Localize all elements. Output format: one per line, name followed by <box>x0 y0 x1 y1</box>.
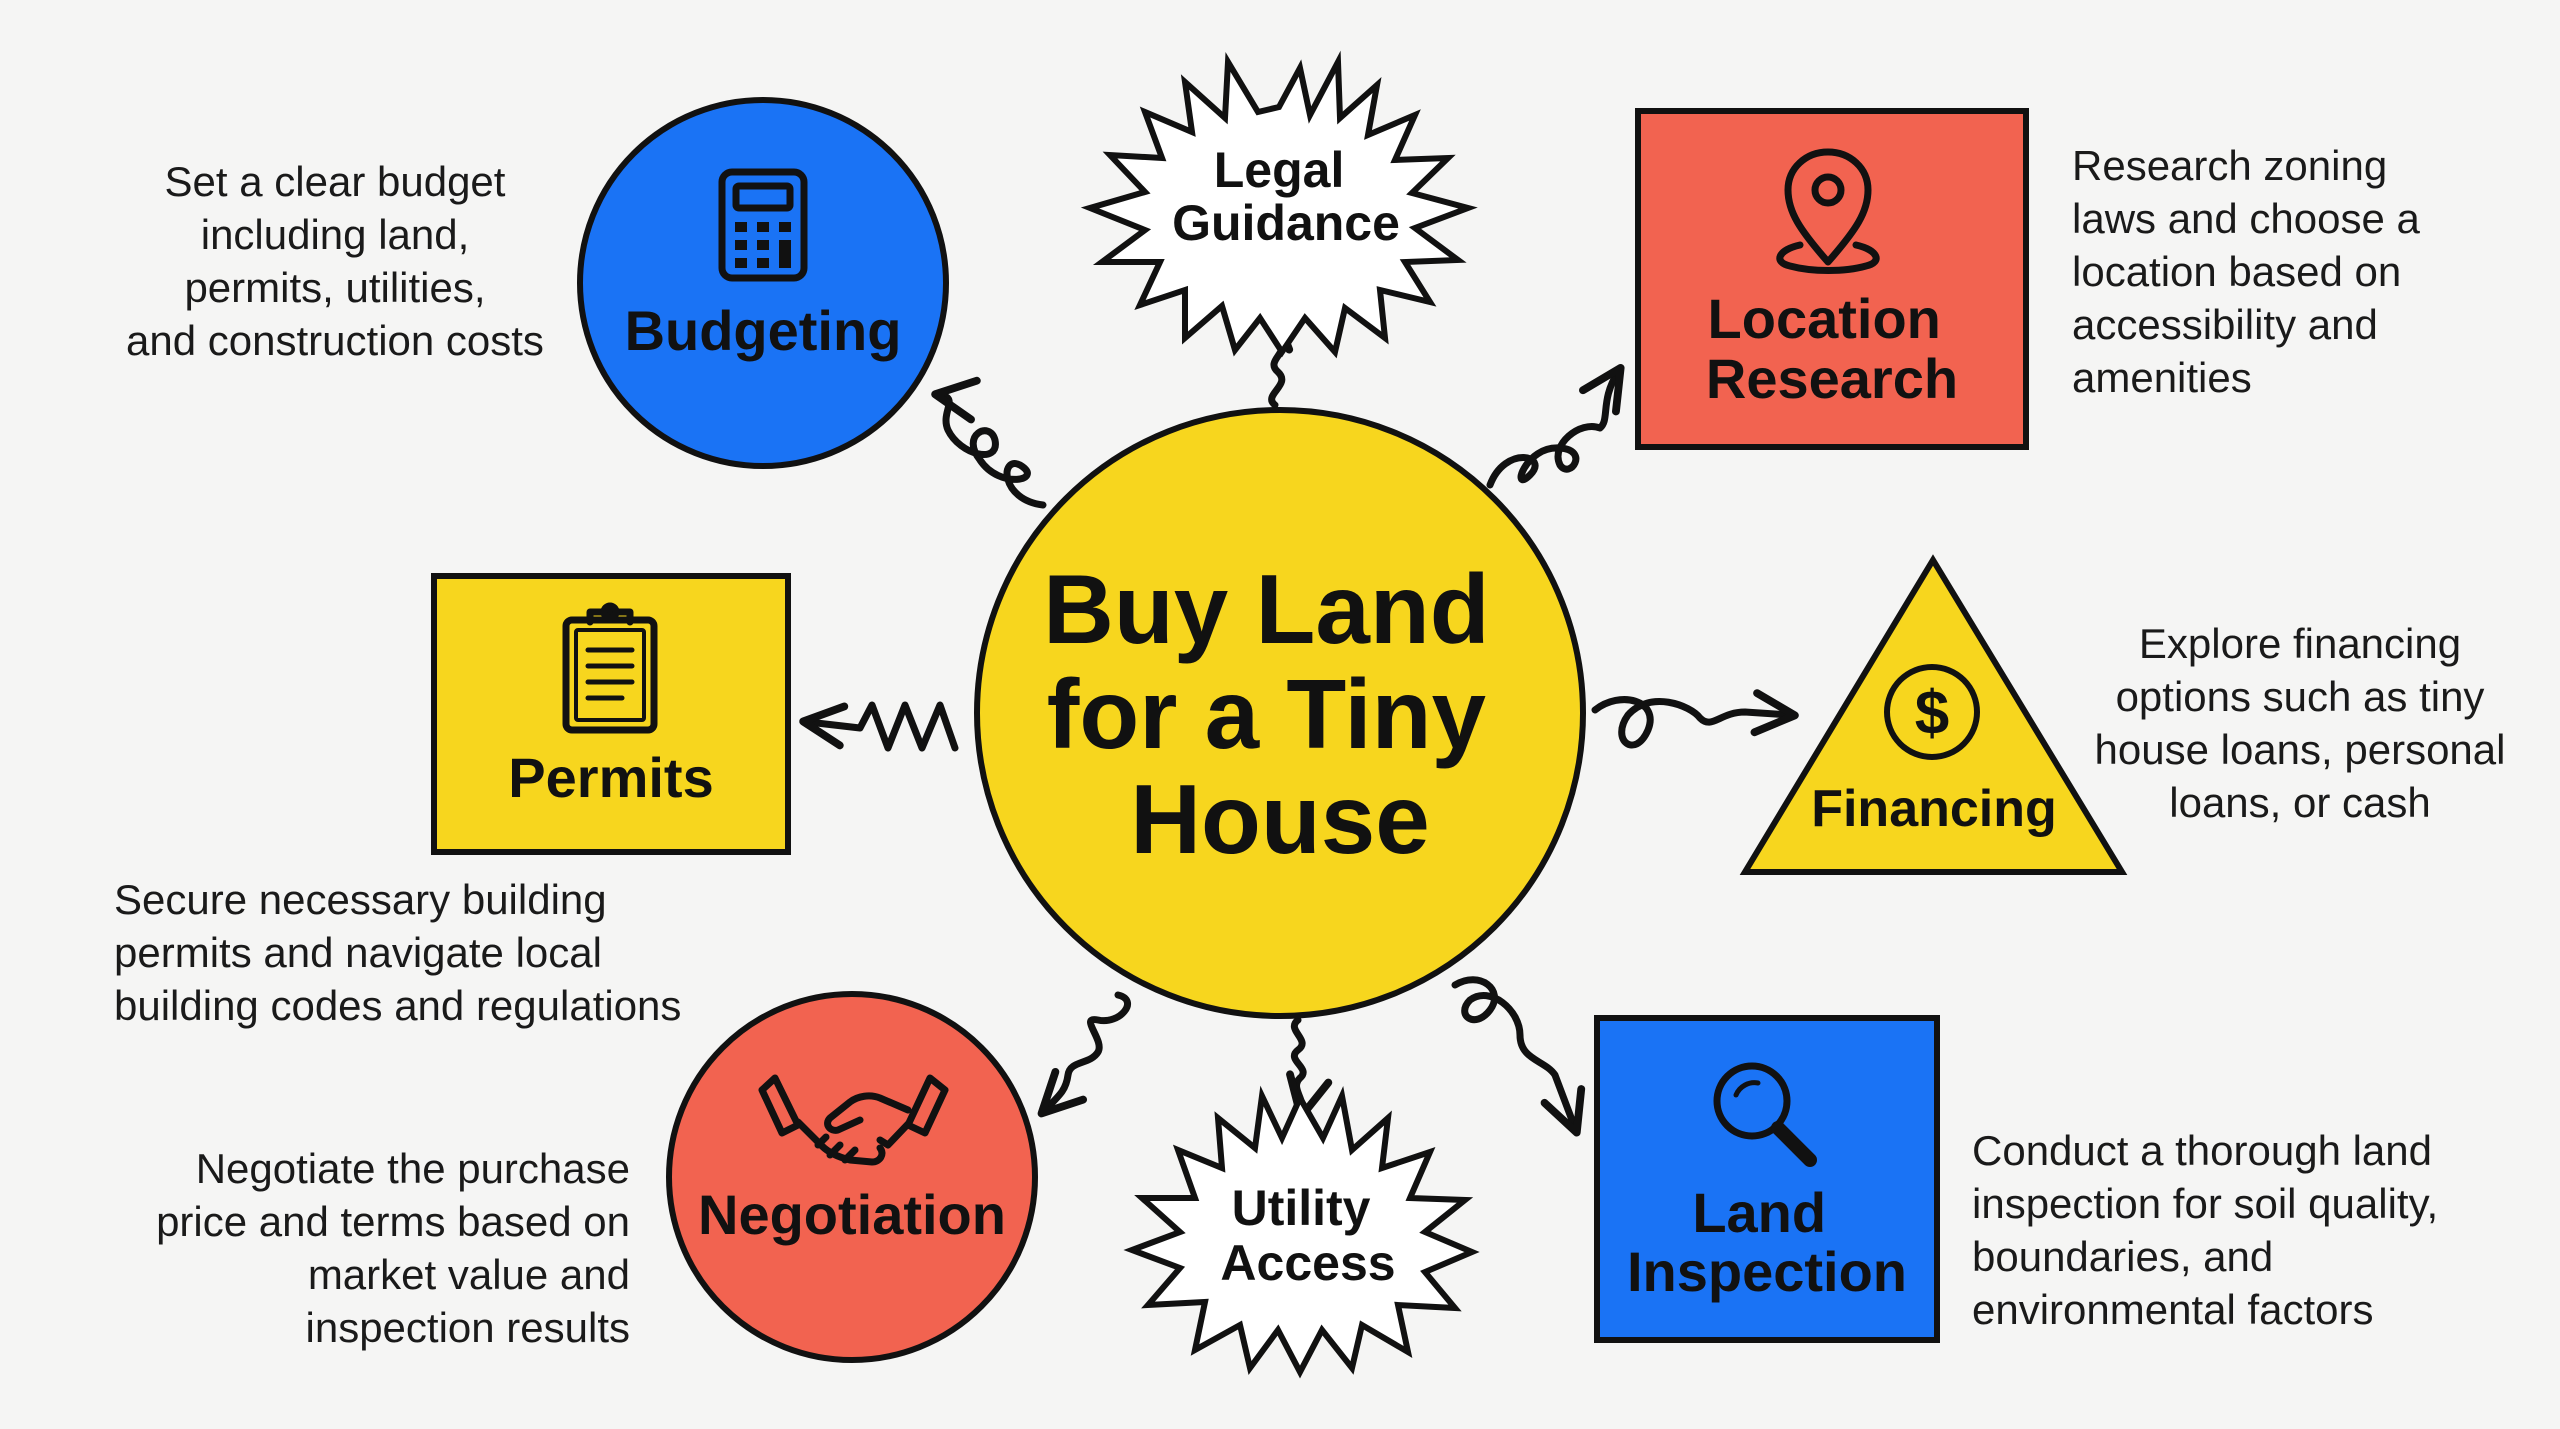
financing-description: Explore financing options such as tiny h… <box>2094 620 2506 826</box>
negotiation-description: Negotiate the purchase price and terms b… <box>156 1145 630 1351</box>
connector-budgeting <box>931 376 1047 509</box>
permits-node: Permits <box>431 573 791 855</box>
connector-land-inspection <box>1451 976 1586 1137</box>
location-research-description: Research zoning laws and choose a locati… <box>2072 142 2420 401</box>
dollar-coin-icon: $ <box>1884 664 1980 760</box>
budgeting-node: Budgeting <box>577 97 949 469</box>
svg-text:$: $ <box>1915 679 1949 748</box>
budgeting-description: Set a clear budget including land, permi… <box>126 158 544 364</box>
permits-description: Secure necessary building permits and na… <box>114 876 682 1029</box>
center-title: Buy Land for a Tiny House <box>1043 554 1517 874</box>
financing-node: $ Financing <box>1739 554 2128 875</box>
connector-location-research <box>1486 363 1625 489</box>
clipboard-icon <box>562 602 658 734</box>
magnifying-glass-icon <box>1713 1062 1817 1167</box>
permits-label: Permits <box>508 746 713 809</box>
utility-access-node: Utility Access <box>1123 1085 1480 1379</box>
budgeting-label: Budgeting <box>625 299 902 362</box>
utility-access-label: Utility Access <box>1220 1180 1395 1291</box>
connector-negotiation <box>1037 991 1131 1118</box>
financing-label: Financing <box>1811 780 2057 838</box>
center-node: Buy Land for a Tiny House <box>974 407 1586 1019</box>
negotiation-node: Negotiation <box>666 991 1038 1363</box>
center-title-line-3: House <box>1130 764 1430 874</box>
connector-financing <box>1591 689 1799 749</box>
connectors <box>799 304 1799 1137</box>
location-research-label: Location Research <box>1706 287 1958 410</box>
land-inspection-node: Land Inspection <box>1594 1015 1940 1343</box>
land-inspection-description: Conduct a thorough land inspection for s… <box>1972 1127 2439 1333</box>
center-title-line-2: for a Tiny <box>1047 659 1486 769</box>
connector-permits <box>799 701 959 752</box>
land-inspection-label: Land Inspection <box>1627 1181 1907 1303</box>
center-title-line-1: Buy Land <box>1043 554 1489 664</box>
calculator-icon <box>718 168 808 282</box>
connector-utility-access <box>1286 1016 1333 1121</box>
location-research-node: Location Research <box>1635 108 2029 450</box>
map-pin-icon <box>1776 148 1880 274</box>
handshake-icon <box>758 1074 949 1166</box>
legal-guidance-node: Legal Guidance <box>1080 50 1478 359</box>
negotiation-label: Negotiation <box>698 1183 1006 1246</box>
legal-guidance-label: Legal Guidance <box>1172 142 1400 251</box>
